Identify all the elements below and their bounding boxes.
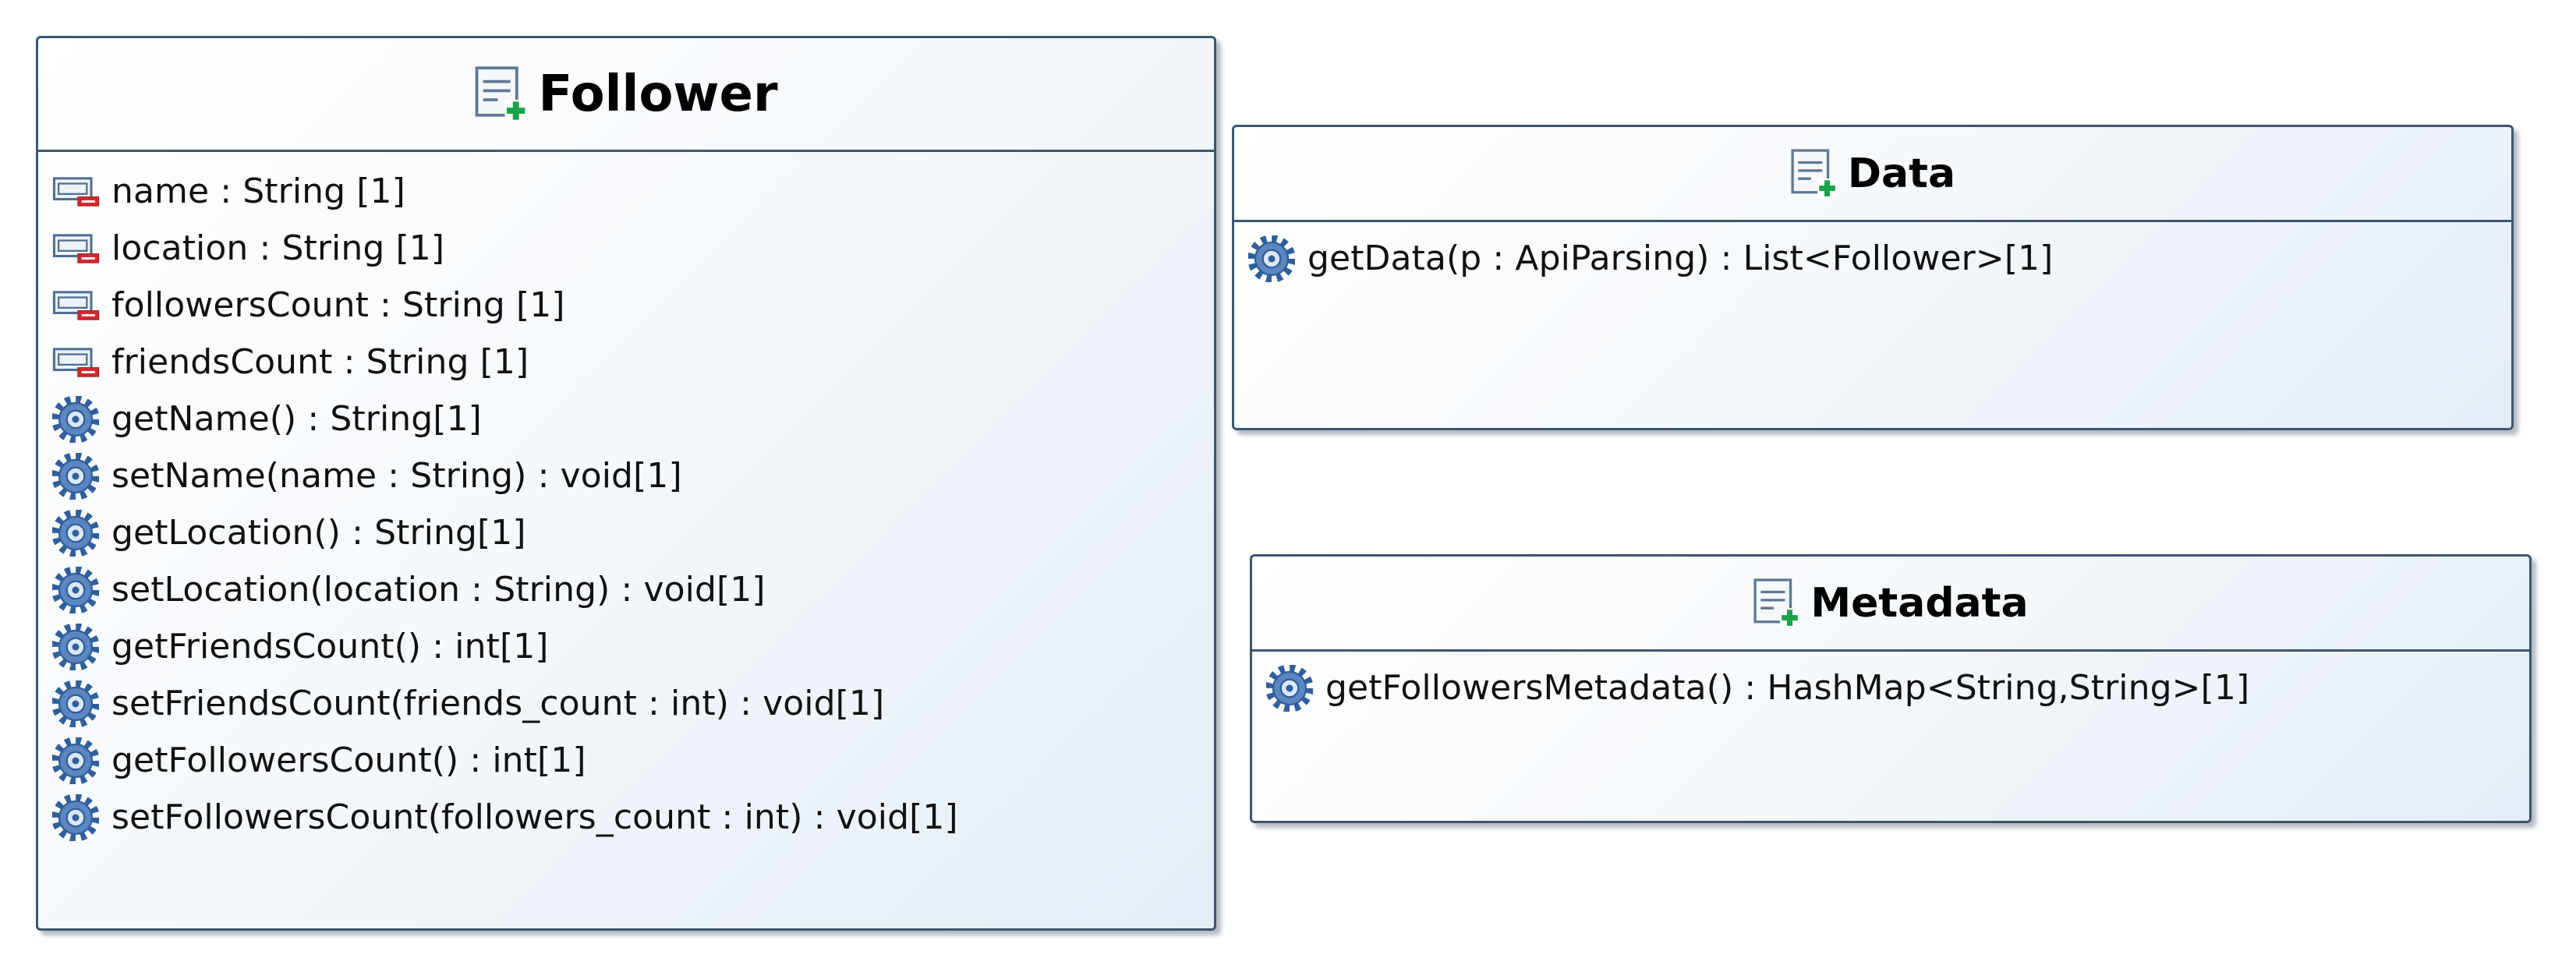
operation-text: getFollowersMetadata() : HashMap<String,… (1325, 668, 2250, 708)
private-attribute-icon (52, 288, 101, 323)
private-attribute-icon (52, 175, 101, 209)
class-icon (1791, 148, 1837, 198)
operation-gear-icon (52, 680, 101, 727)
operation-text: setFriendsCount(friends_count : int) : v… (111, 684, 885, 723)
class-name[interactable]: Metadata (1810, 579, 2029, 627)
operation-text: setName(name : String) : void[1] (111, 456, 682, 496)
class-data[interactable]: Data getData(p : ApiParsing) : List<Foll… (1232, 125, 2514, 430)
operation-text: setLocation(location : String) : void[1] (111, 570, 766, 610)
class-icon (476, 65, 528, 122)
operation-gear-icon (1266, 664, 1315, 712)
operation-gear-icon (52, 452, 101, 500)
operation-row[interactable]: getFollowersMetadata() : HashMap<String,… (1266, 659, 2515, 716)
attribute-text: followersCount : String [1] (111, 285, 565, 325)
members-list: name : String [1] location : String [1] (38, 152, 1214, 846)
operation-gear-icon (52, 794, 101, 841)
operation-gear-icon (52, 737, 101, 784)
attribute-row[interactable]: followersCount : String [1] (52, 277, 1200, 334)
attribute-row[interactable]: name : String [1] (52, 163, 1200, 220)
operation-row[interactable]: getName() : String[1] (52, 391, 1200, 447)
attribute-text: location : String [1] (111, 228, 445, 268)
private-attribute-icon (52, 345, 101, 380)
class-header: Follower (38, 38, 1214, 152)
operation-text: getFriendsCount() : int[1] (111, 627, 549, 666)
operation-row[interactable]: setFriendsCount(friends_count : int) : v… (52, 675, 1200, 732)
members-list: getFollowersMetadata() : HashMap<String,… (1252, 652, 2529, 716)
operation-text: setFollowersCount(followers_count : int)… (111, 797, 958, 837)
class-header: Metadata (1252, 557, 2529, 652)
class-name[interactable]: Follower (538, 65, 778, 123)
operation-row[interactable]: getLocation() : String[1] (52, 504, 1200, 561)
operation-text: getFollowersCount() : int[1] (111, 740, 586, 780)
class-header: Data (1234, 127, 2511, 222)
attribute-row[interactable]: friendsCount : String [1] (52, 334, 1200, 391)
operation-row[interactable]: getFriendsCount() : int[1] (52, 618, 1200, 675)
operation-row[interactable]: getFollowersCount() : int[1] (52, 732, 1200, 789)
operation-row[interactable]: setName(name : String) : void[1] (52, 447, 1200, 504)
class-follower[interactable]: Follower name : String [1] (36, 36, 1216, 931)
operation-text: getData(p : ApiParsing) : List<Follower>… (1307, 239, 2054, 278)
attribute-text: name : String [1] (111, 171, 405, 211)
operation-gear-icon (52, 566, 101, 613)
operation-gear-icon (1248, 235, 1297, 282)
class-metadata[interactable]: Metadata getFollowersMetadata() : HashMa… (1250, 554, 2532, 823)
operation-text: getLocation() : String[1] (111, 513, 526, 553)
operation-gear-icon (52, 395, 101, 443)
class-icon (1753, 578, 1800, 627)
operation-gear-icon (52, 623, 101, 670)
attribute-text: friendsCount : String [1] (111, 342, 529, 382)
private-attribute-icon (52, 232, 101, 266)
attribute-row[interactable]: location : String [1] (52, 220, 1200, 277)
members-list: getData(p : ApiParsing) : List<Follower>… (1234, 222, 2511, 287)
operation-text: getName() : String[1] (111, 399, 482, 439)
operation-row[interactable]: getData(p : ApiParsing) : List<Follower>… (1248, 230, 2497, 287)
class-name[interactable]: Data (1847, 150, 1956, 197)
operation-row[interactable]: setFollowersCount(followers_count : int)… (52, 789, 1200, 846)
operation-row[interactable]: setLocation(location : String) : void[1] (52, 561, 1200, 618)
operation-gear-icon (52, 509, 101, 557)
